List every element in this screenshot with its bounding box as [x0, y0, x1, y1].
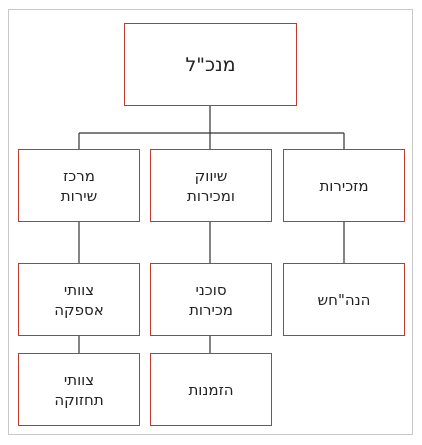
node-supply-teams-label: צוותי אספקה	[54, 280, 104, 319]
node-secretariat-label: מזכירות	[319, 176, 369, 195]
node-accounting: הנה"חש	[283, 263, 405, 336]
node-ceo: מנכ"ל	[124, 23, 297, 106]
node-ceo-label: מנכ"ל	[185, 53, 236, 76]
node-secretariat: מזכירות	[283, 149, 405, 222]
node-sales-agents-label: סוכני מכירות	[189, 280, 233, 319]
node-accounting-label: הנה"חש	[317, 290, 371, 309]
node-service-center-label: מרכז שירות	[60, 166, 98, 205]
node-sales-agents: סוכני מכירות	[150, 263, 272, 336]
node-orders-label: הזמנות	[188, 380, 234, 399]
node-marketing-sales: שיווק ומכירות	[150, 149, 272, 222]
node-service-center: מרכז שירות	[18, 149, 140, 222]
node-maintenance-teams-label: צוותי תחזוקה	[54, 370, 104, 409]
node-orders: הזמנות	[150, 353, 272, 426]
node-maintenance-teams: צוותי תחזוקה	[18, 353, 140, 426]
node-supply-teams: צוותי אספקה	[18, 263, 140, 336]
node-marketing-sales-label: שיווק ומכירות	[187, 166, 235, 205]
